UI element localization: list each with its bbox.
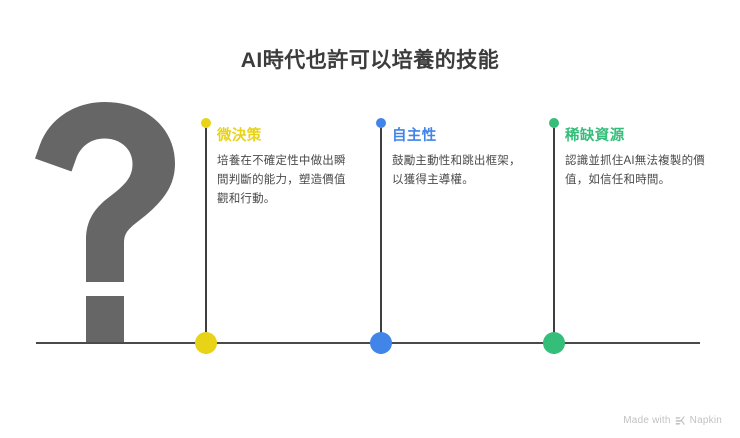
column-top-dot xyxy=(376,118,386,128)
column-stem xyxy=(205,128,207,354)
watermark-brand: Napkin xyxy=(689,415,722,426)
watermark-prefix: Made with xyxy=(623,415,671,426)
page-title: AI時代也許可以培養的技能 xyxy=(240,49,500,72)
watermark: Made with Napkin xyxy=(623,415,722,426)
column-top-dot xyxy=(549,118,559,128)
column-marker-dot[interactable] xyxy=(370,332,392,354)
timeline-baseline xyxy=(36,342,700,344)
column-body-text: 鼓勵主動性和跳出框架，以獲得主導權。 xyxy=(392,155,521,186)
napkin-logo-icon xyxy=(675,415,686,426)
column-body-text: 認識並抓住AI無法複製的價值，如信任和時間。 xyxy=(565,155,705,186)
column-heading: 自主性 xyxy=(392,128,437,144)
column-top-dot xyxy=(201,118,211,128)
column-marker-dot[interactable] xyxy=(543,332,565,354)
column-stem xyxy=(380,128,382,354)
column-heading: 稀缺資源 xyxy=(565,128,625,144)
question-mark-icon xyxy=(30,100,180,346)
column-body-text: 培養在不確定性中做出瞬間判斷的能力，塑造價值觀和行動。 xyxy=(217,155,346,205)
column-heading: 微決策 xyxy=(217,128,262,144)
column-stem xyxy=(553,128,555,354)
column-marker-dot[interactable] xyxy=(195,332,217,354)
